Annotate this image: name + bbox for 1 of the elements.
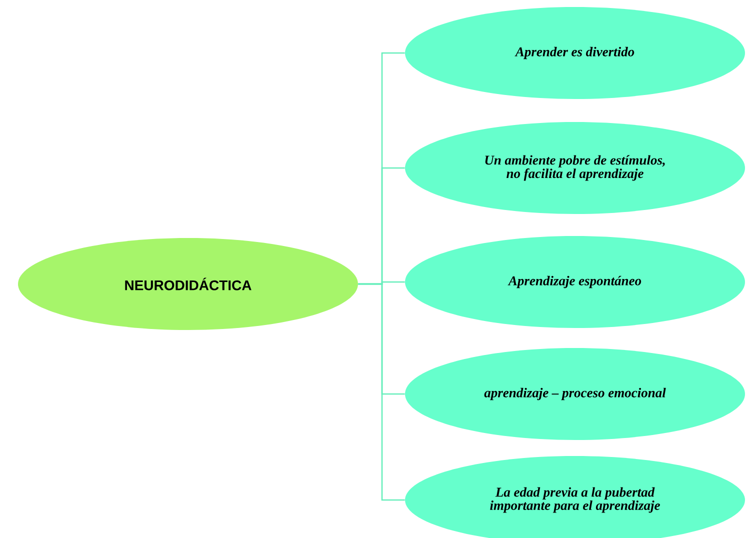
connector-line (358, 283, 405, 501)
